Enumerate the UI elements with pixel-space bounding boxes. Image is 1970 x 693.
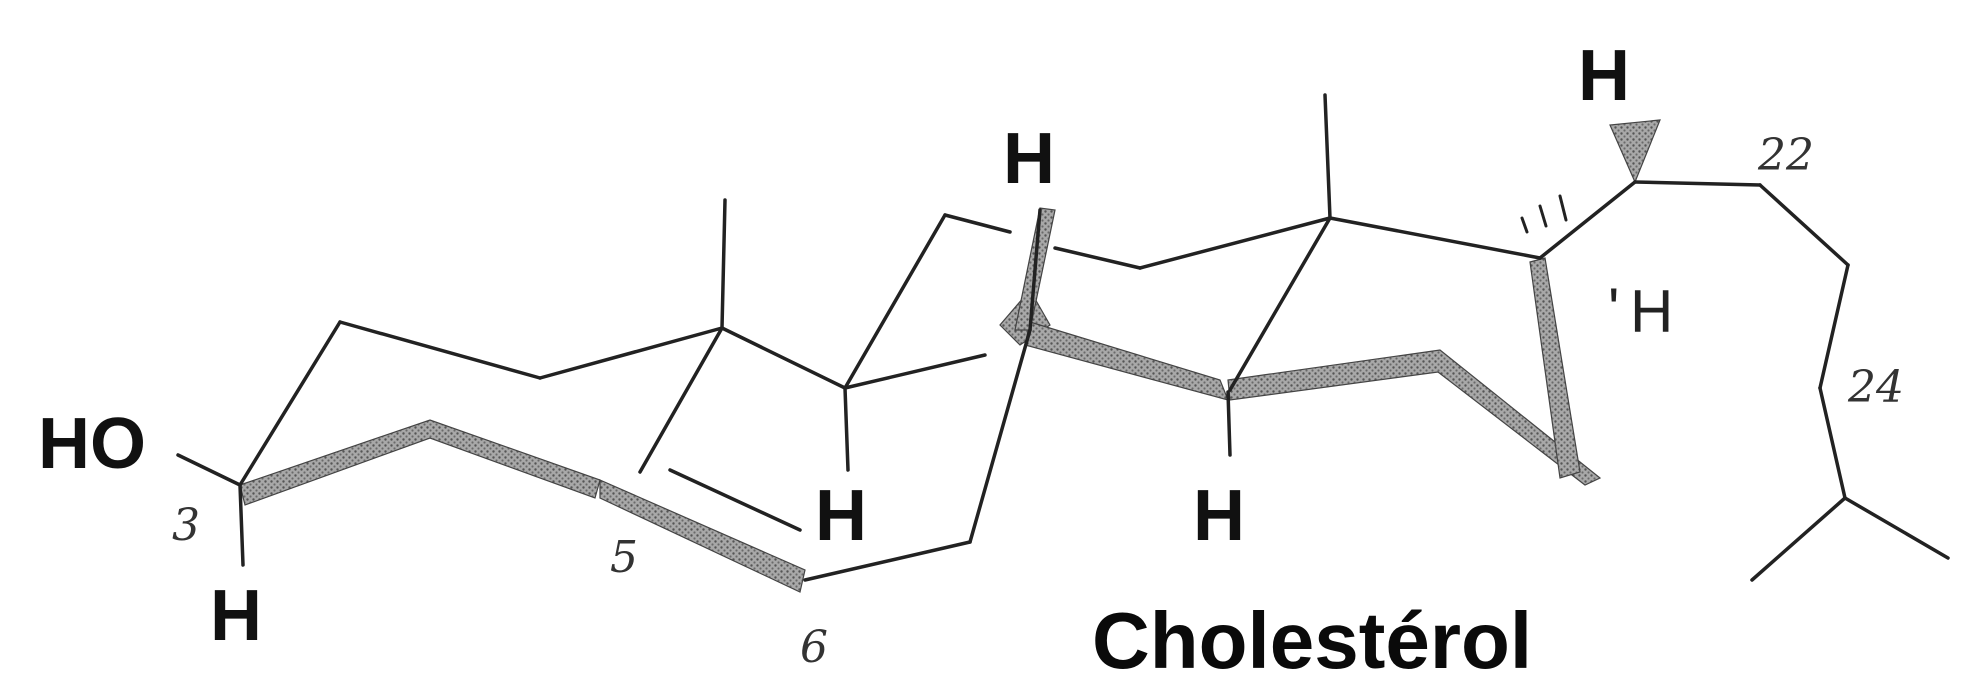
position-3: 3 bbox=[172, 500, 200, 551]
label-h-c14: H bbox=[1193, 476, 1245, 556]
wedge-c8-ring-c-front bbox=[1024, 321, 1230, 401]
position-numbers: 3 5 6 22 24 bbox=[172, 130, 1904, 673]
position-22: 22 bbox=[1757, 130, 1814, 181]
label-h-c17-prefix: ' bbox=[1608, 276, 1619, 343]
label-h-c17: H bbox=[1630, 278, 1673, 345]
label-h-c9: H bbox=[815, 476, 867, 556]
position-5: 5 bbox=[610, 532, 638, 583]
wedge-ring-c-right bbox=[1227, 349, 1602, 486]
wedge-c13-c17 bbox=[1529, 257, 1581, 479]
label-h-c3: H bbox=[210, 576, 262, 656]
wedge-bonds bbox=[239, 119, 1661, 593]
wedge-c20-h bbox=[1609, 119, 1661, 184]
atom-labels: HO H H H H H ' H bbox=[38, 36, 1673, 656]
wedge-c5-c6 bbox=[599, 479, 806, 593]
skeletal-bonds bbox=[176, 93, 1950, 582]
position-6: 6 bbox=[800, 622, 828, 673]
label-h-c8: H bbox=[1003, 119, 1055, 199]
label-h-c20: H bbox=[1578, 36, 1630, 116]
wedge-ring-a-front bbox=[239, 419, 601, 506]
position-24: 24 bbox=[1847, 362, 1904, 413]
label-ho: HO bbox=[38, 404, 146, 484]
diagram-title: Cholestérol bbox=[1092, 596, 1532, 685]
